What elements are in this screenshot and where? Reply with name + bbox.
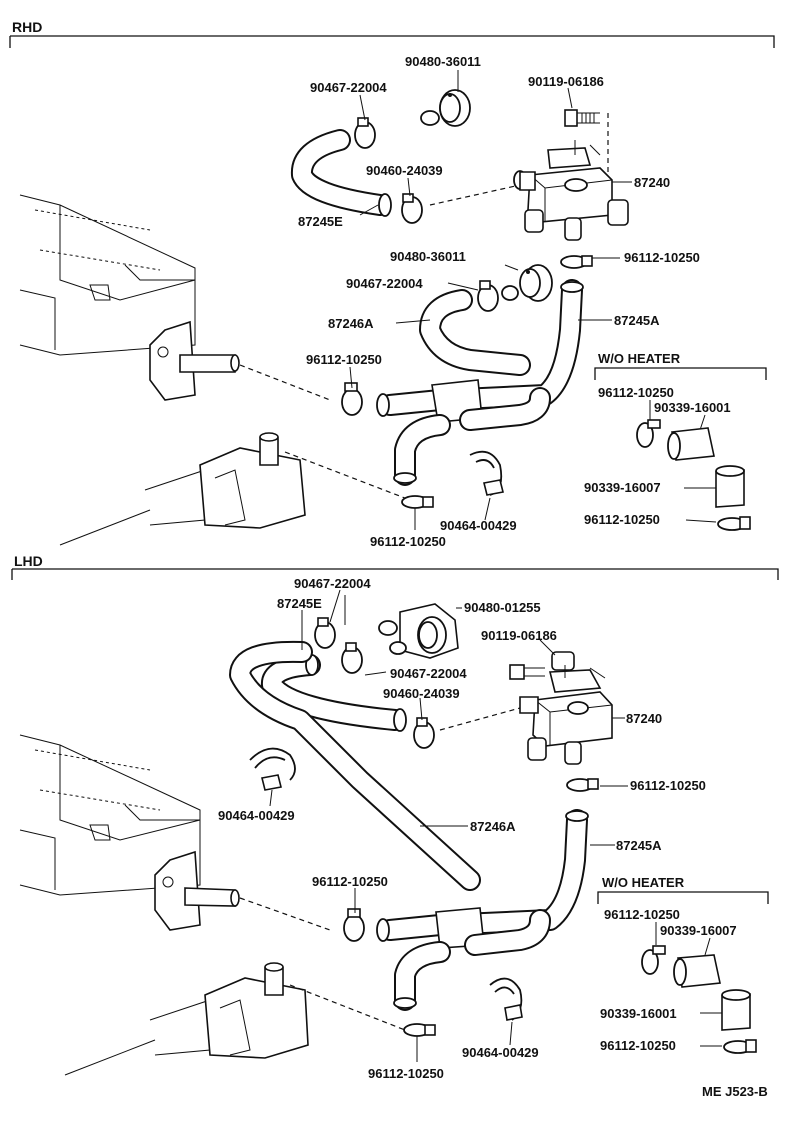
rhd-nut-90480-mid: [501, 264, 553, 302]
lhd-wo-heater-box: W/O HEATER 96112-10250 90339-16007 90339…: [597, 875, 769, 1054]
lhd-label-clamp-2: 90467-22004: [390, 666, 467, 681]
rhd-engine-block: [19, 194, 196, 356]
rhd-label-bolt: 90119-06186: [528, 74, 604, 89]
rhd-label-nut-top: 90480-36011: [405, 54, 481, 69]
rhd-section-title: RHD: [12, 19, 42, 35]
rhd-wo-heater-cap-2: [715, 465, 745, 508]
rhd-label-hose-a-big: 87246A: [328, 316, 374, 331]
rhd-valve-87240: [513, 140, 629, 241]
lhd-valve-87240: [519, 665, 613, 765]
lhd-label-valve: 87240: [626, 711, 662, 726]
rhd-wo-heater-label-2: 90339-16001: [654, 400, 731, 415]
rhd-label-hose-a: 87245A: [614, 313, 660, 328]
lhd-label-clamp-left: 90464-00429: [218, 808, 295, 823]
rhd-label-clip-left: 96112-10250: [306, 352, 382, 367]
rhd-section-bracket: [10, 35, 775, 48]
lhd-wo-heater-label-2: 90339-16007: [660, 923, 737, 938]
lhd-label-clip-left: 96112-10250: [312, 874, 388, 889]
lhd-leader-lines: [269, 589, 628, 1062]
lhd-wo-heater-cap-2: [721, 989, 751, 1031]
rhd-clip-96112-left: [341, 382, 363, 416]
rhd-label-valve: 87240: [634, 175, 670, 190]
rhd-section: RHD: [9, 19, 775, 549]
rhd-wo-heater-title: W/O HEATER: [598, 351, 681, 366]
rhd-wo-heater-label-1: 96112-10250: [598, 385, 674, 400]
rhd-clip-96112-right: [560, 255, 593, 269]
rhd-clamp-90464: [469, 450, 504, 496]
lhd-clamp-90467-2: [341, 642, 363, 674]
lhd-wo-heater-label-3: 90339-16001: [600, 1006, 677, 1021]
rhd-wo-heater-cap-1: [667, 427, 715, 461]
rhd-label-nut-mid: 90480-36011: [390, 249, 466, 264]
lhd-wo-heater-clip: [641, 945, 666, 975]
rhd-clip-96112-bottom: [401, 495, 434, 509]
lhd-clamp-90460: [413, 717, 435, 749]
rhd-label-clip-right: 96112-10250: [624, 250, 700, 265]
lhd-wo-heater-label-4: 96112-10250: [600, 1038, 676, 1053]
lhd-label-hose-e: 87245E: [277, 596, 322, 611]
rhd-label-hose-e: 87245E: [298, 214, 343, 229]
rhd-label-clamp-mid: 90467-22004: [346, 276, 423, 291]
lhd-wo-heater-label-1: 96112-10250: [604, 907, 680, 922]
lhd-label-nut: 90480-01255: [464, 600, 541, 615]
lhd-clip-96112-left: [343, 908, 365, 942]
rhd-clamp-90460: [401, 193, 423, 224]
lhd-clamp-90467-top: [314, 617, 336, 649]
rhd-nut-90480-top: [420, 89, 471, 127]
lhd-clamp-90464-bottom: [489, 977, 523, 1021]
rhd-water-pump: [59, 432, 306, 546]
rhd-wo-heater-box: W/O HEATER 96112-10250 90339-16001 90339…: [584, 351, 767, 531]
rhd-bolt-90119: [564, 109, 600, 127]
lhd-label-clamp-hose-e: 90460-24039: [383, 686, 460, 701]
rhd-clamp-90467-mid: [477, 280, 499, 312]
lhd-section-bracket: [12, 568, 779, 580]
rhd-hose-87246A: [376, 279, 584, 486]
rhd-label-clamp-top: 90467-22004: [310, 80, 387, 95]
lhd-label-clip-right: 96112-10250: [630, 778, 706, 793]
lhd-wo-heater-title: W/O HEATER: [602, 875, 685, 890]
lhd-section: LHD: [11, 553, 779, 1081]
lhd-water-pump: [64, 962, 309, 1076]
rhd-wo-heater-clip-2: [717, 516, 751, 531]
lhd-heater-fitting: [154, 850, 240, 931]
lhd-bolt-90119: [509, 651, 575, 680]
footer-code: ME J523-B: [702, 1084, 768, 1099]
lhd-clip-96112-right: [566, 778, 599, 792]
lhd-label-clamp-top: 90467-22004: [294, 576, 371, 591]
rhd-wo-heater-label-4: 96112-10250: [584, 512, 660, 527]
lhd-hose-87245E: [261, 654, 407, 732]
rhd-hose-87245E: [291, 129, 392, 217]
lhd-label-hose-a-big: 87246A: [470, 819, 516, 834]
lhd-label-hose-a: 87245A: [616, 838, 662, 853]
rhd-clamp-90467-top: [354, 117, 376, 149]
rhd-label-clip-bottom: 96112-10250: [370, 534, 446, 549]
lhd-clamp-90464-left: [249, 747, 296, 791]
lhd-nut-90480: [378, 603, 459, 659]
rhd-label-clamp-bottom: 90464-00429: [440, 518, 517, 533]
lhd-label-clamp-bottom: 90464-00429: [462, 1045, 539, 1060]
rhd-leader-lines: [349, 70, 632, 530]
lhd-clip-96112-bottom: [403, 1023, 436, 1037]
lhd-label-clip-bottom: 96112-10250: [368, 1066, 444, 1081]
lhd-wo-heater-clip-2: [723, 1039, 757, 1054]
rhd-wo-heater-clip: [636, 419, 661, 448]
lhd-label-bolt: 90119-06186: [481, 628, 557, 643]
rhd-heater-fitting: [149, 320, 240, 401]
rhd-label-clamp-hose-e: 90460-24039: [366, 163, 443, 178]
lhd-hose-87246A: [229, 640, 589, 1011]
lhd-engine-block: [19, 734, 201, 896]
rhd-wo-heater-label-3: 90339-16007: [584, 480, 661, 495]
lhd-section-title: LHD: [14, 553, 43, 569]
lhd-wo-heater-cap-1: [673, 954, 721, 988]
